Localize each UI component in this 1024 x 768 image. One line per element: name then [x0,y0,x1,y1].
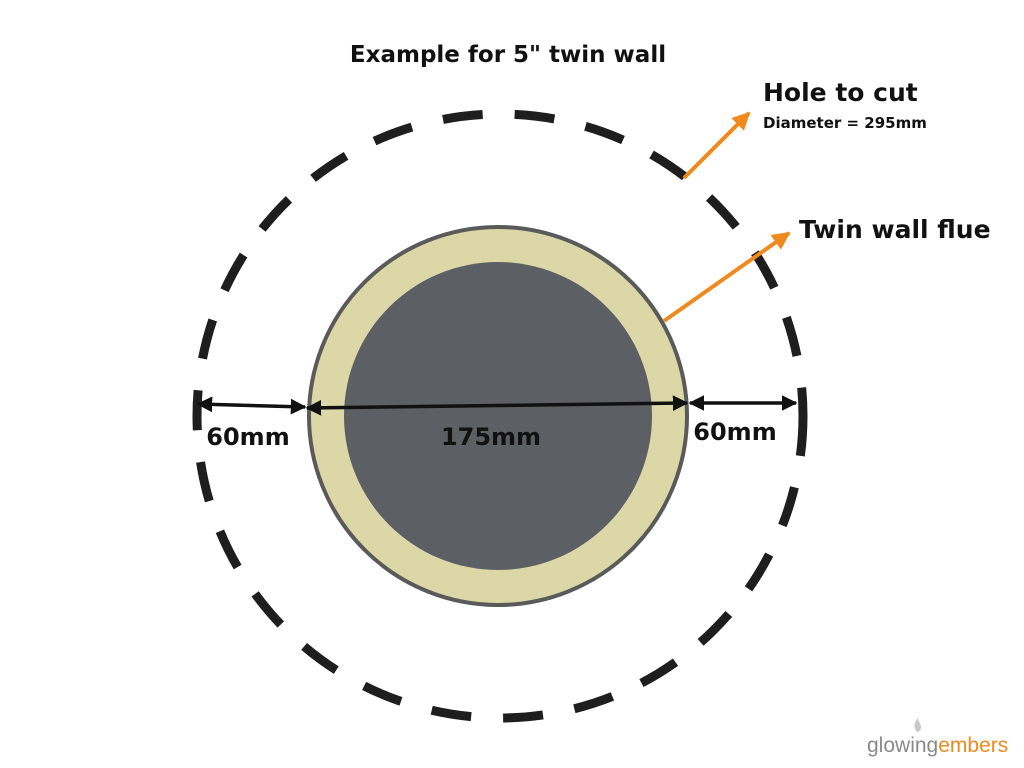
logo-text-part1: glowing [867,734,938,757]
hole-diameter-label: Diameter = 295mm [763,114,927,132]
flue-leader-arrow [662,231,791,323]
diagram-title: Example for 5" twin wall [350,42,666,68]
brand-logo: glowingembers [867,718,1008,757]
flue-label: Twin wall flue [799,215,991,244]
logo-text-part2: embers [938,734,1008,757]
logo-text: glowingembers [867,734,1008,757]
hole-label: Hole to cut [763,78,918,107]
flue-diameter-label: 175mm [441,423,541,451]
hole-outline [192,109,808,723]
right-gap-label: 60mm [693,418,776,446]
left-gap-label: 60mm [206,423,289,451]
left-gap-dimension-arrow [196,396,307,415]
flame-icon [914,718,921,732]
flue-inner-core [344,262,652,570]
flue-diameter-dimension-arrow [305,395,689,416]
hole-leader-arrow [682,111,751,180]
